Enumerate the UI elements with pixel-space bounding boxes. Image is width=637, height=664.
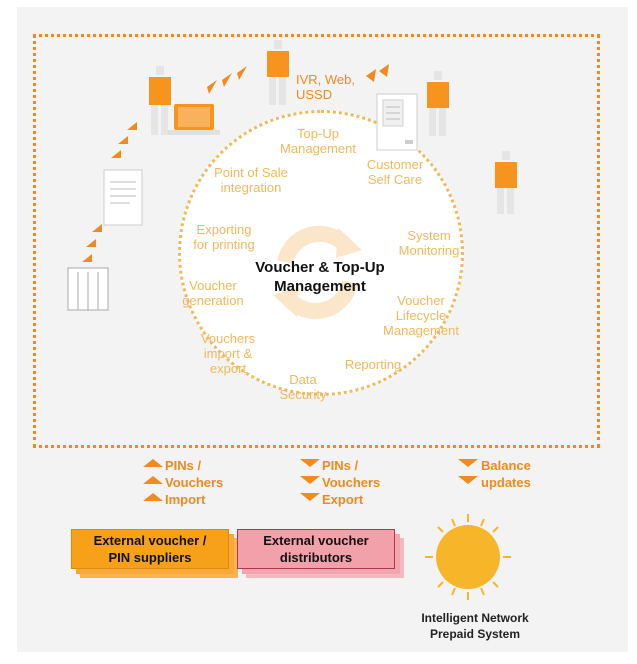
kiosk-icon	[376, 93, 418, 151]
module-exporting-for-printing: Exporting for printing	[193, 222, 255, 252]
chevron-arrow-icon	[82, 64, 389, 262]
module-system-monitoring: System Monitoring	[398, 228, 460, 258]
refresh-arrows-icon	[273, 225, 362, 320]
server-icon	[67, 267, 109, 311]
module-voucher-generation: Voucher generation	[182, 278, 244, 308]
flow-label-import: PINs / Vouchers Import	[165, 458, 224, 507]
person-icon	[267, 40, 289, 105]
module-customer-self-care: Customer Self Care	[366, 157, 424, 187]
module-voucher-lifecycle: Voucher Lifecycle Management	[383, 293, 459, 338]
person-icon	[427, 71, 449, 136]
module-data-security: Data Security	[279, 372, 327, 402]
person-icon	[495, 151, 517, 214]
chevron-arrow-icon	[143, 459, 478, 501]
channel-label: IVR, Web, USSD	[296, 72, 356, 102]
sun-icon	[425, 514, 511, 600]
external-suppliers-box: External voucher / PIN suppliers	[71, 529, 229, 569]
document-icon	[103, 169, 143, 226]
flow-label-export: PINs / Vouchers Export	[322, 458, 381, 507]
management-circle	[178, 110, 464, 396]
module-vouchers-import-export: Vouchers import & export	[200, 331, 256, 376]
module-top-up-management: Top-Up Management	[280, 126, 356, 156]
flow-label-balance: Balance updates	[481, 458, 531, 490]
center-title: Voucher & Top-Up Management	[255, 259, 385, 295]
in-system-label: Intelligent Network Prepaid System	[421, 611, 529, 641]
module-reporting: Reporting	[344, 357, 402, 372]
laptop-icon	[168, 104, 220, 135]
external-distributors-box: External voucher distributors	[237, 529, 395, 569]
module-point-of-sale: Point of Sale integration	[214, 165, 288, 195]
system-boundary	[33, 34, 600, 448]
person-icon	[149, 66, 171, 135]
